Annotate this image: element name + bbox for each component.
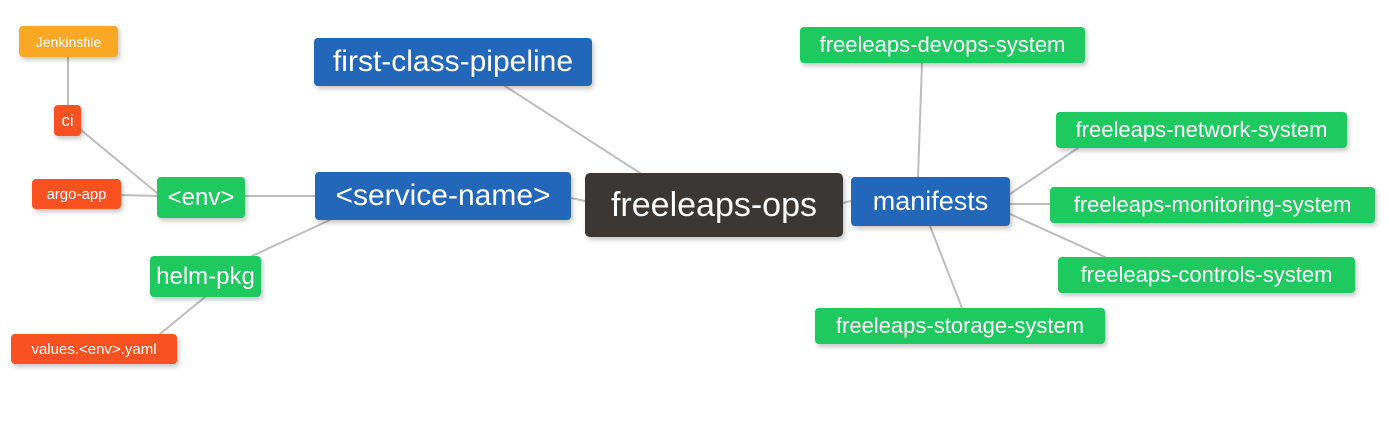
node-helm-pkg[interactable]: helm-pkg [150, 256, 261, 297]
node-label: freeleaps-monitoring-system [1073, 192, 1352, 217]
node-label: freeleaps-devops-system [819, 32, 1066, 57]
node-freeleaps-controls-system[interactable]: freeleaps-controls-system [1058, 257, 1355, 293]
edge-values-env-yaml-to-helm-pkg [159, 296, 206, 335]
node-jenkinsfile[interactable]: Jenkinsfile [19, 26, 118, 57]
edge-first-class-pipeline-to-freeleaps-ops [504, 85, 641, 174]
edge-helm-pkg-to-service-name [251, 219, 331, 257]
node-label: <service-name> [335, 179, 551, 212]
node-label: ci [61, 111, 74, 130]
node-label: freeleaps-storage-system [835, 313, 1085, 338]
node-ci[interactable]: ci [54, 105, 81, 136]
node-freeleaps-devops-system[interactable]: freeleaps-devops-system [800, 27, 1085, 63]
node-freeleaps-ops[interactable]: freeleaps-ops [585, 173, 843, 237]
node-first-class-pipeline[interactable]: first-class-pipeline [314, 38, 592, 86]
node-label: freeleaps-network-system [1075, 117, 1328, 142]
node-values-env-yaml[interactable]: values.<env>.yaml [11, 334, 177, 364]
node-env[interactable]: <env> [157, 177, 245, 218]
node-service-name[interactable]: <service-name> [315, 172, 571, 220]
node-freeleaps-network-system[interactable]: freeleaps-network-system [1056, 112, 1347, 148]
node-label: first-class-pipeline [332, 45, 574, 78]
node-label: helm-pkg [156, 262, 255, 290]
node-label: Jenkinsfile [35, 33, 102, 50]
edge-service-name-to-freeleaps-ops [570, 197, 586, 202]
node-label: argo-app [46, 185, 107, 203]
node-argo-app[interactable]: argo-app [32, 179, 121, 209]
node-label: <env> [167, 183, 235, 211]
node-freeleaps-monitoring-system[interactable]: freeleaps-monitoring-system [1050, 187, 1375, 223]
node-label: freeleaps-controls-system [1080, 262, 1333, 287]
edge-argo-app-to-env [120, 194, 158, 197]
node-label: values.<env>.yaml [31, 340, 157, 358]
node-manifests[interactable]: manifests [851, 177, 1010, 226]
edge-freeleaps-ops-to-manifests [842, 200, 852, 204]
node-label: manifests [872, 186, 989, 216]
node-label: freeleaps-ops [610, 186, 817, 224]
node-freeleaps-storage-system[interactable]: freeleaps-storage-system [815, 308, 1105, 344]
edge-manifests-to-freeleaps-storage-system [929, 225, 963, 309]
edge-manifests-to-freeleaps-devops-system [917, 62, 923, 178]
